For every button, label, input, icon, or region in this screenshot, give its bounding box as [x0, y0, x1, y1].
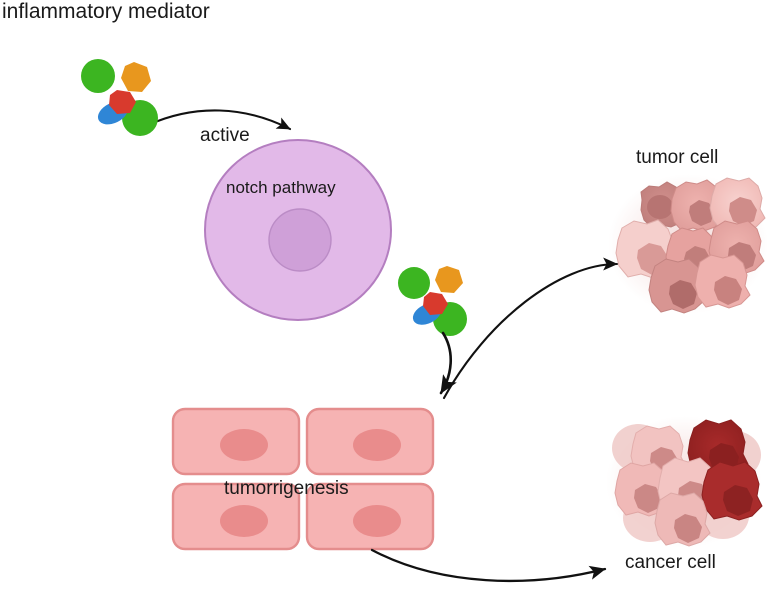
epithelial-sheet — [171, 407, 435, 551]
notch-pathway-cell — [204, 139, 392, 321]
arrow-label-active: active — [200, 125, 250, 146]
cancer-cell — [614, 462, 671, 517]
epithelial-cell-nucleus — [353, 505, 401, 537]
molecule-orange-hexagon — [121, 62, 151, 92]
arrow-active-path — [146, 109, 292, 131]
arrow-to-cancer-path — [370, 548, 607, 582]
cancer-cell-label: cancer cell — [625, 552, 716, 573]
arrow-to-tumor-path — [442, 257, 619, 400]
page-title: inflammatory mediator — [2, 0, 210, 23]
tumor-cell — [694, 254, 751, 309]
epithelial-cell-nucleus — [353, 429, 401, 461]
notch-pathway-label: notch pathway — [226, 178, 336, 197]
tumor-cell-cluster — [608, 174, 767, 314]
cancer-cell — [654, 492, 711, 547]
molecule-orange-hexagon — [435, 266, 463, 293]
arrow-to-cancer — [370, 548, 607, 582]
molecule-red-hexagon — [109, 90, 136, 114]
epithelial-cell-nucleus — [220, 505, 268, 537]
molecule-red-hexagon — [423, 292, 448, 315]
cancer-cell-cluster — [606, 416, 763, 548]
arrow-to-tumor — [442, 257, 619, 400]
molecule-green-circle — [398, 267, 430, 299]
tumor-cell-label: tumor cell — [636, 147, 719, 168]
tumor-cell — [648, 258, 706, 314]
tumor-cell — [709, 177, 766, 232]
notch-cell-nucleus — [268, 208, 332, 272]
molecule-green-circle — [81, 59, 115, 93]
arrow-to-epithelium-path — [439, 331, 457, 395]
arrow-active — [146, 109, 292, 131]
tumorigenesis-label: tumorrigenesis — [224, 478, 349, 499]
inflammatory-mediator-cluster-2 — [398, 266, 467, 336]
cancer-cell-dark — [701, 461, 763, 521]
inflammatory-mediator-cluster-1 — [81, 59, 158, 136]
arrow-to-epithelium — [439, 331, 457, 395]
epithelial-cell-nucleus — [220, 429, 268, 461]
